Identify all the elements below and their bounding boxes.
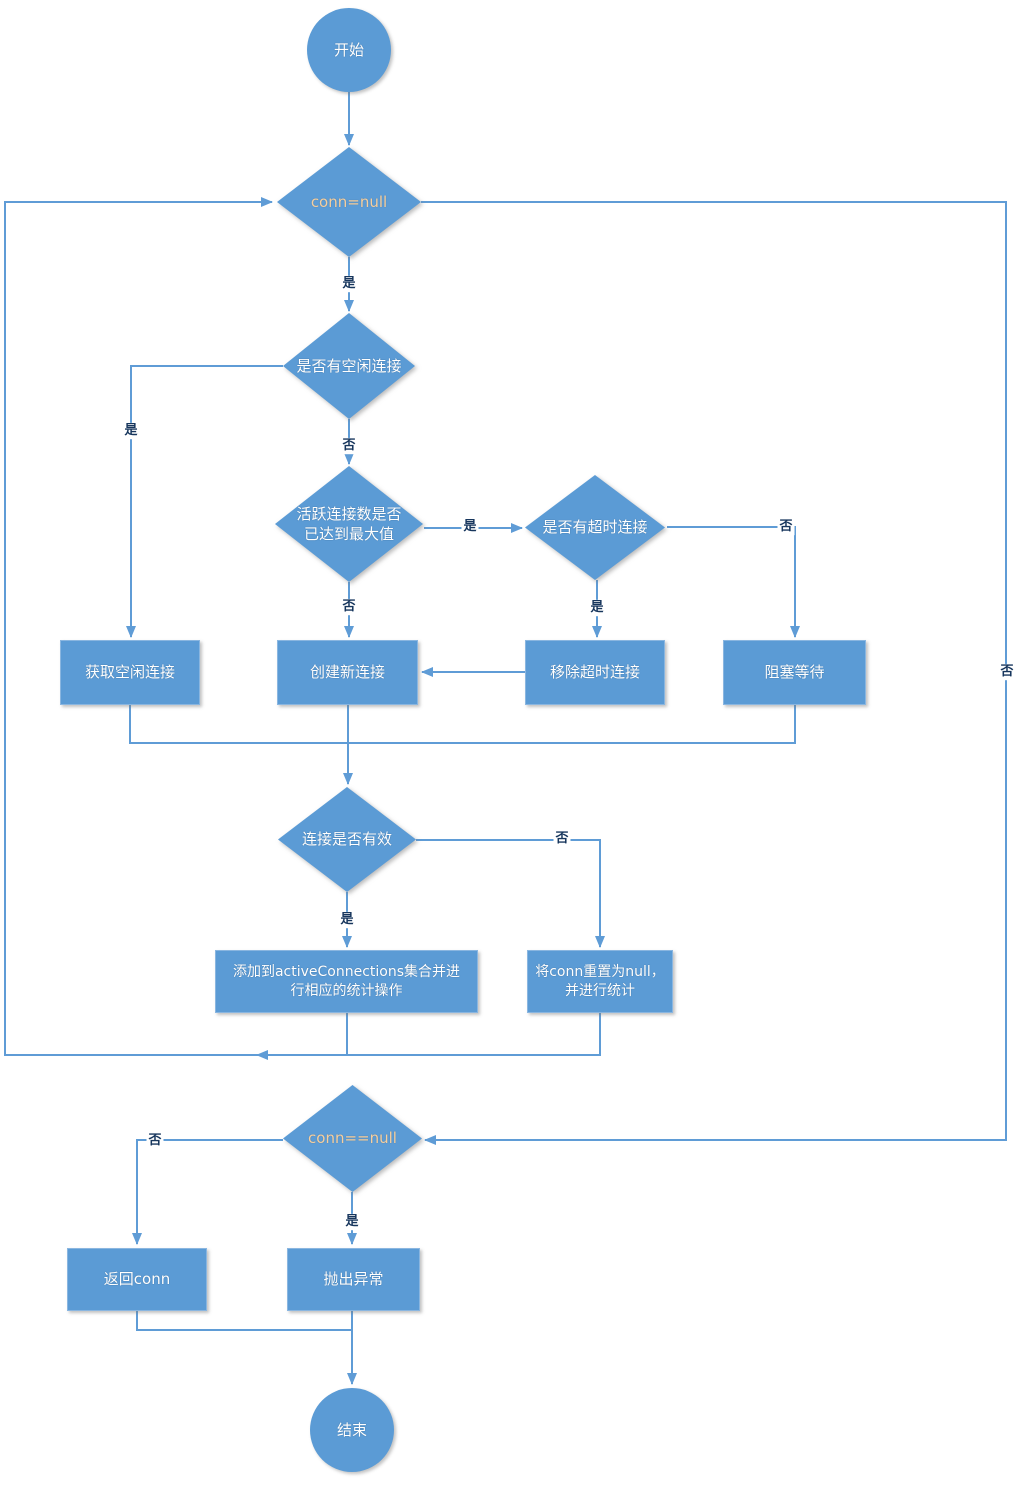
process-remove-timeout-label: 移除超时连接 [549,663,640,682]
process-add-active-connections: 添加到activeConnections集合并进行相应的统计操作 [215,950,478,1013]
start-node: 开始 [307,8,391,92]
process-rect [60,640,200,705]
edge-label-no: 否 [777,519,795,535]
edge-label-yes: 是 [588,600,606,616]
process-rect [215,950,478,1013]
edge-label-yes: 是 [461,519,479,535]
process-rect [277,640,418,705]
process-return-conn: 返回conn [67,1248,207,1311]
process-rect [527,950,673,1013]
end-label: 结束 [336,1420,367,1439]
edge-label-no: 否 [998,664,1016,680]
decision-active-max-label: 活跃连接数是否已达到最大值 [296,504,402,543]
edge-label-yes: 是 [122,423,140,439]
connector-valid-no-to-reset-conn [416,839,605,948]
decision-conn-null-label: conn=null [310,192,388,211]
decision-has-timeout-connection: 是否有超时连接 [525,475,665,580]
decision-active-max: 活跃连接数是否已达到最大值 [275,466,423,582]
process-get-idle-label: 获取空闲连接 [84,663,175,682]
process-throw-exception-label: 抛出异常 [323,1270,384,1289]
end-circle [310,1388,394,1472]
start-circle [307,8,391,92]
edge-label-no: 否 [146,1133,164,1149]
process-remove-timeout-connection: 移除超时连接 [525,640,665,705]
edge-label-no: 否 [340,599,358,615]
process-get-idle-connection: 获取空闲连接 [60,640,200,705]
process-rect [287,1248,420,1311]
connector-block-wait-join [349,705,796,744]
process-rect [723,640,866,705]
decision-conn-null: conn=null [277,147,421,257]
end-node: 结束 [310,1388,394,1472]
decision-has-idle-label: 是否有空闲连接 [296,356,402,375]
decision-connection-valid-label: 连接是否有效 [301,830,392,849]
start-label: 开始 [333,40,364,59]
process-return-conn-label: 返回conn [103,1270,171,1289]
process-rect [525,640,665,705]
process-add-active-label: 添加到activeConnections集合并进行相应的统计操作 [232,963,461,999]
process-create-new-connection: 创建新连接 [277,640,418,705]
process-reset-conn-null: 将conn重置为null，并进行统计 [527,950,673,1013]
connector-idle-yes-to-get-idle [126,365,283,638]
edge-label-no: 否 [553,831,571,847]
process-block-wait: 阻塞等待 [723,640,866,705]
connector-has-timeout-no-to-block-wait [667,526,800,638]
connector-get-idle-join [129,705,347,744]
decision-conn-eq-null-label: conn==null [308,1129,397,1148]
connector-eq-null-no-to-return [132,1139,283,1245]
process-rect [67,1248,207,1311]
connector-reset-conn-join [256,1013,601,1060]
edge-label-yes: 是 [338,912,356,928]
decision-has-timeout-label: 是否有超时连接 [542,518,648,537]
process-create-new-label: 创建新连接 [309,663,385,682]
connector-return-join [136,1311,352,1331]
process-reset-conn-label: 将conn重置为null，并进行统计 [535,963,665,999]
decision-has-idle-connection: 是否有空闲连接 [283,313,415,419]
edge-label-yes: 是 [343,1214,361,1230]
edge-label-no: 否 [340,438,358,454]
decision-connection-valid: 连接是否有效 [278,787,416,892]
decision-conn-eq-null: conn==null [283,1085,422,1192]
connector-loop-back-to-conn-null [4,197,348,1056]
process-throw-exception: 抛出异常 [287,1248,420,1311]
process-block-wait-label: 阻塞等待 [764,663,825,682]
edge-label-yes: 是 [340,276,358,292]
